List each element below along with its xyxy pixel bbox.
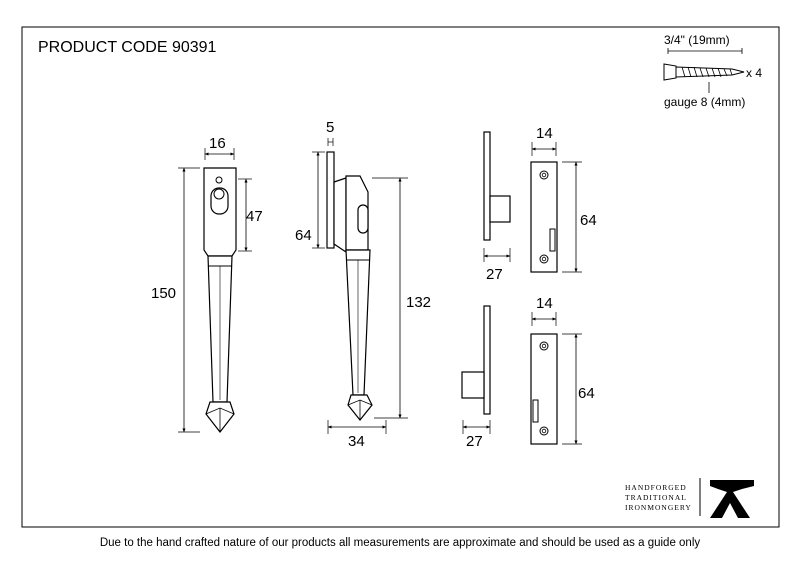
dim-keep-bottom-depth: 27	[466, 433, 483, 450]
keep-bottom-side-view	[461, 305, 491, 415]
logo-line-3: IRONMONGERY	[625, 503, 692, 512]
fastener-dimensions: 5 64 132 34	[295, 119, 431, 450]
stay-arm	[203, 167, 237, 433]
dim-keep-bottom-width: 14	[536, 295, 553, 312]
dim-keep-bottom-height: 64	[578, 385, 595, 402]
dim-fastener-width: 34	[348, 433, 365, 450]
screw-gauge-label: gauge 8 (4mm)	[664, 95, 745, 109]
dim-keep-top-depth: 27	[486, 266, 503, 283]
dim-stay-total-length: 150	[151, 285, 176, 302]
screw-icon	[663, 63, 745, 81]
keep-top-dimensions: 27 14 64	[483, 125, 597, 283]
dim-fastener-length: 132	[406, 294, 431, 311]
product-code: PRODUCT CODE 90391	[38, 39, 217, 56]
disclaimer-footer: Due to the hand crafted nature of our pr…	[99, 537, 701, 549]
screw-quantity: x 4	[746, 66, 762, 80]
dim-fastener-plate-height: 64	[295, 227, 312, 244]
dim-keep-top-height: 64	[580, 212, 597, 229]
stay-dimensions: 16 47 150	[151, 135, 263, 433]
screw-spec: 3/4" (19mm) x 4 gauge 8 (4mm)	[663, 33, 762, 109]
brand-logo: HANDFORGED TRADITIONAL IRONMONGERY	[625, 478, 754, 518]
keep-bottom-front-view	[530, 333, 558, 445]
anvil-icon	[710, 480, 754, 518]
screw-length-label: 3/4" (19mm)	[664, 33, 730, 47]
keep-top-side-view	[483, 131, 511, 241]
keep-bottom-dimensions: 14 64 27	[462, 295, 595, 450]
dim-keep-top-width: 14	[536, 125, 553, 142]
keep-top-front-view	[530, 161, 558, 273]
drawing-frame	[21, 26, 780, 528]
casement-fastener	[326, 151, 373, 421]
dim-stay-width: 16	[209, 135, 226, 152]
dim-stay-top-height: 47	[246, 208, 263, 225]
dim-plate-thickness: 5	[326, 119, 334, 136]
logo-line-1: HANDFORGED	[625, 483, 687, 492]
logo-line-2: TRADITIONAL	[625, 493, 687, 502]
